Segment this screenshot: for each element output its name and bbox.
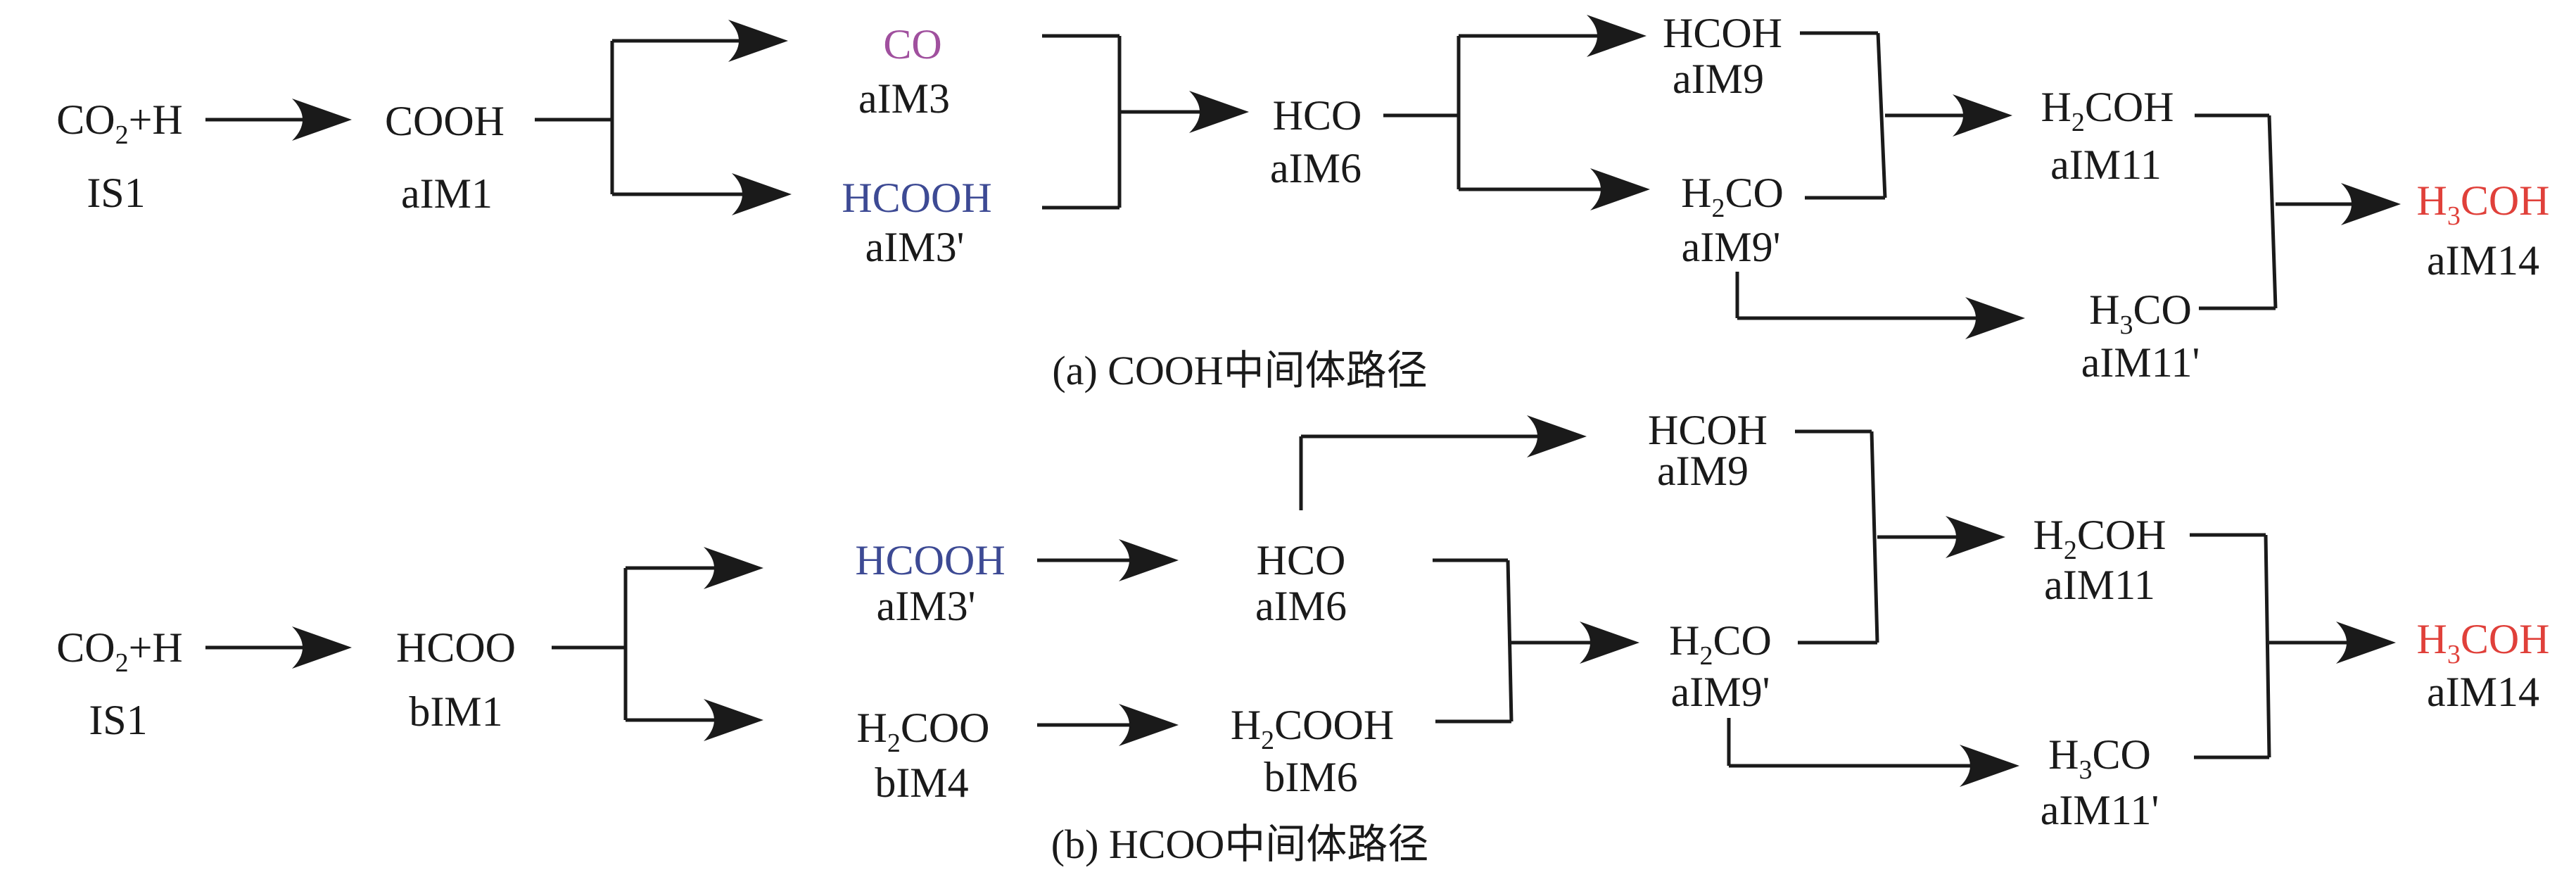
- b-aim14-label: aIM14: [2427, 669, 2539, 715]
- a-aim11-formula: H2COH: [2041, 84, 2174, 137]
- a-aim3p-label: aIM3': [865, 224, 965, 270]
- a-aim6-formula: HCO: [1272, 92, 1362, 139]
- b-arrow-bim1-bim4-head-icon: [704, 699, 763, 741]
- a-arrow-to-aim14-head-icon: [2341, 183, 2401, 225]
- a-arrow-is1-aim1-head-icon: [292, 99, 352, 141]
- b-bim4-formula: H2COO: [856, 705, 990, 758]
- b-aim6-formula: HCO: [1256, 537, 1346, 583]
- b-aim11p-formula: H3CO: [2048, 731, 2151, 785]
- b-merge-aim9-vertical: [1870, 431, 1879, 643]
- a-arrow-to-aim6-head-icon: [1189, 91, 1249, 133]
- a-is1-label: IS1: [87, 170, 146, 216]
- b-is1-formula: CO2+H: [56, 624, 183, 678]
- a-arrow-aim6-aim9p-head-icon: [1590, 168, 1650, 210]
- b-aim11-label: aIM11: [2044, 562, 2155, 608]
- a-aim6-label: aIM6: [1270, 145, 1362, 191]
- a-aim9-label: aIM9: [1673, 56, 1764, 102]
- a-aim11p-formula: H3CO: [2089, 286, 2192, 340]
- a-merge-aim9-vertical: [1876, 32, 1887, 198]
- a-aim3-label: aIM3: [858, 75, 950, 122]
- b-arrow-aim3p-aim6-head-icon: [1119, 539, 1179, 581]
- caption-a: (a) COOH中间体路径: [1052, 348, 1428, 393]
- a-aim3-formula: CO: [883, 21, 942, 68]
- b-bim6-formula: H2COOH: [1230, 702, 1395, 755]
- a-aim9-formula: HCOH: [1662, 10, 1783, 56]
- b-aim14-formula: H3COH: [2416, 616, 2550, 669]
- b-aim9-formula: HCOH: [1647, 407, 1768, 453]
- b-arrow-aim9p-aim11p-head-icon: [1960, 745, 2019, 787]
- b-bim4-label: bIM4: [875, 759, 969, 806]
- b-aim9p-formula: H2CO: [1669, 617, 1772, 671]
- b-arrow-to-aim14-head-icon: [2336, 622, 2396, 664]
- b-aim9p-label: aIM9': [1670, 669, 1770, 715]
- b-arrow-bim1-aim3p-head-icon: [704, 547, 763, 589]
- a-aim3p-formula: HCOOH: [842, 175, 992, 221]
- a-aim11p-label: aIM11': [2081, 339, 2200, 386]
- b-aim11-formula: H2COH: [2033, 512, 2166, 565]
- b-aim6-label: aIM6: [1255, 583, 1347, 629]
- a-aim1-formula: COOH: [384, 98, 505, 144]
- b-arrow-to-aim11-head-icon: [1946, 516, 2005, 558]
- a-arrow-aim1-aim3p-head-icon: [732, 173, 792, 215]
- b-merge-aim11-vertical: [2264, 534, 2271, 758]
- a-aim1-label: aIM1: [401, 170, 493, 217]
- b-bim6-label: bIM6: [1264, 754, 1358, 800]
- b-arrow-bim4-bim6-head-icon: [1119, 704, 1179, 746]
- b-arrow-to-aim9p-head-icon: [1580, 622, 1639, 664]
- a-aim14-label: aIM14: [2427, 237, 2539, 284]
- a-arrow-aim6-aim9-head-icon: [1587, 15, 1647, 57]
- b-aim3p-formula: HCOOH: [855, 537, 1005, 583]
- caption-b: (b) HCOO中间体路径: [1051, 821, 1429, 867]
- a-aim11-label: aIM11: [2050, 141, 2162, 188]
- a-arrow-aim1-aim3-head-icon: [728, 20, 788, 62]
- b-arrow-is1-bim1-head-icon: [292, 626, 352, 669]
- b-aim11p-label: aIM11': [2040, 787, 2159, 833]
- b-aim9-label: aIM9: [1657, 448, 1749, 494]
- a-aim9p-formula: H2CO: [1681, 170, 1784, 223]
- b-merge-vertical: [1506, 560, 1514, 722]
- a-arrow-to-aim11-head-icon: [1953, 94, 2012, 137]
- b-aim3p-label: aIM3': [876, 583, 976, 629]
- a-aim14-formula: H3COH: [2416, 177, 2550, 231]
- a-merge-aim11-vertical: [2267, 115, 2278, 309]
- b-arrow-aim6-aim9-head-icon: [1527, 415, 1587, 458]
- b-bim1-label: bIM1: [409, 688, 503, 735]
- b-bim1-formula: HCOO: [395, 624, 516, 671]
- a-aim9p-label: aIM9': [1681, 224, 1781, 270]
- b-is1-label: IS1: [89, 697, 148, 743]
- a-is1-formula: CO2+H: [56, 96, 183, 150]
- a-arrow-aim9p-aim11p-head-icon: [1965, 297, 2025, 339]
